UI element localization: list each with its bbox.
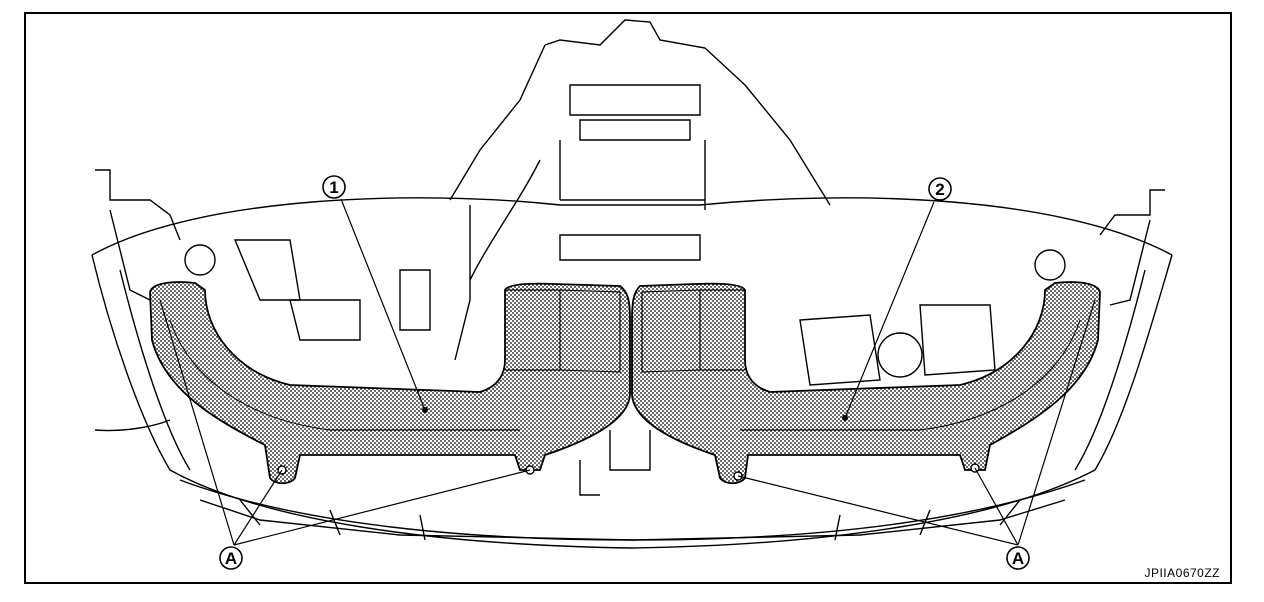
figure-code: JPIIA0670ZZ [1144,566,1220,580]
right-air-duct [631,281,1101,485]
callout-a-left: A [219,546,243,570]
instrument-panel-frame [91,19,1173,549]
callout-a-right-label: A [1012,549,1024,568]
left-air-duct [149,281,631,485]
callout-a-left-label: A [225,549,237,568]
callout-1: 1 [322,175,346,199]
callout-a-right: A [1006,546,1030,570]
callout-1-label: 1 [329,178,338,197]
callout-2-label: 2 [935,180,944,199]
leader-lines [159,198,1096,546]
callout-2: 2 [928,177,952,201]
